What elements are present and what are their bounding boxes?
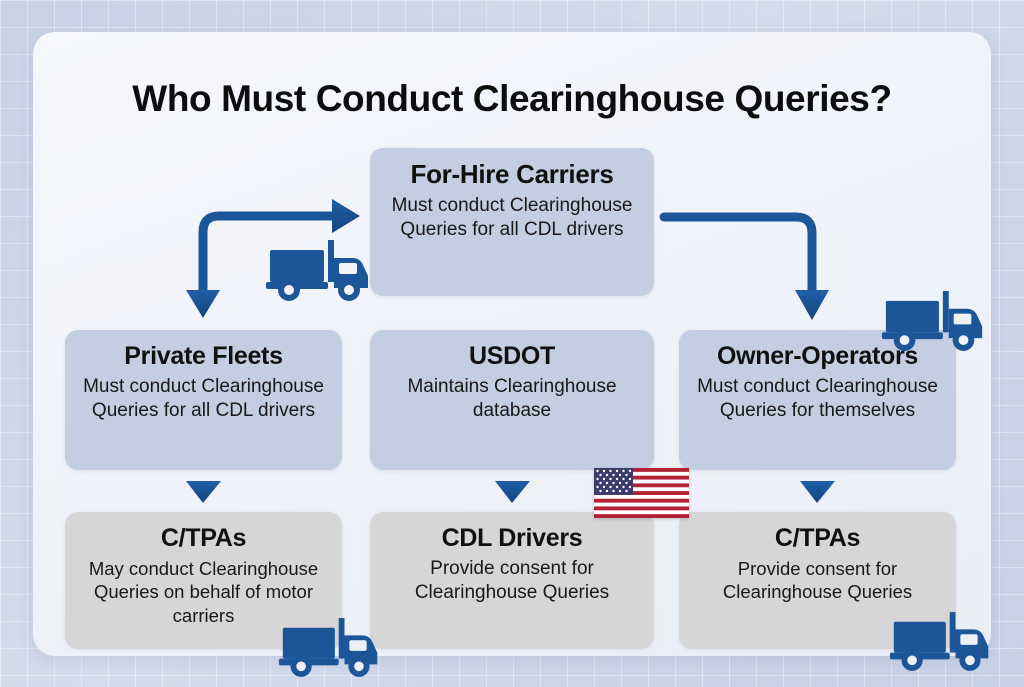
node-cdl-drivers[interactable]: CDL Drivers Provide consent for Clearing…: [370, 512, 654, 649]
node-heading: USDOT: [468, 342, 555, 370]
node-heading: Owner-Operators: [716, 342, 919, 370]
node-heading: CDL Drivers: [441, 524, 583, 552]
truck-icon-top-left: [266, 240, 368, 301]
node-owner-operators[interactable]: Owner-Operators Must conduct Clearinghou…: [679, 330, 956, 470]
node-body: Maintains Clearinghouse database: [407, 376, 617, 421]
node-heading: Private Fleets: [124, 342, 283, 370]
truck-icon-top-right: [881, 291, 983, 351]
page-title: Who Must Conduct Clearinghouse Queries?: [132, 78, 892, 119]
node-ctpas-left[interactable]: C/TPAs May conduct Clearinghouse Queries…: [65, 512, 342, 649]
node-body: May conduct Clearinghouse Queries on beh…: [88, 558, 319, 626]
node-body: Provide consent for Clearinghouse Querie…: [414, 558, 610, 603]
node-heading: For-Hire Carriers: [410, 159, 614, 189]
node-body: Must conduct Clearinghouse Queries for t…: [697, 376, 938, 421]
node-for-hire-carriers[interactable]: For-Hire Carriers Must conduct Clearingh…: [370, 148, 654, 296]
truck-icon-bottom-right: [889, 612, 989, 671]
node-usdot[interactable]: USDOT Maintains Clearinghouse database: [370, 330, 654, 470]
node-heading: C/TPAs: [774, 524, 861, 552]
node-body: Must conduct Clearinghouse Queries for a…: [83, 376, 324, 421]
us-flag-icon: [594, 468, 689, 518]
node-ctpas-right[interactable]: C/TPAs Provide consent for Clearinghouse…: [679, 512, 956, 649]
node-body: Provide consent for Clearinghouse Querie…: [722, 558, 913, 603]
truck-icon-bottom-left: [278, 618, 378, 677]
node-heading: C/TPAs: [160, 524, 247, 552]
node-private-fleets[interactable]: Private Fleets Must conduct Clearinghous…: [65, 330, 342, 470]
node-body: Must conduct Clearinghouse Queries for a…: [391, 195, 633, 241]
